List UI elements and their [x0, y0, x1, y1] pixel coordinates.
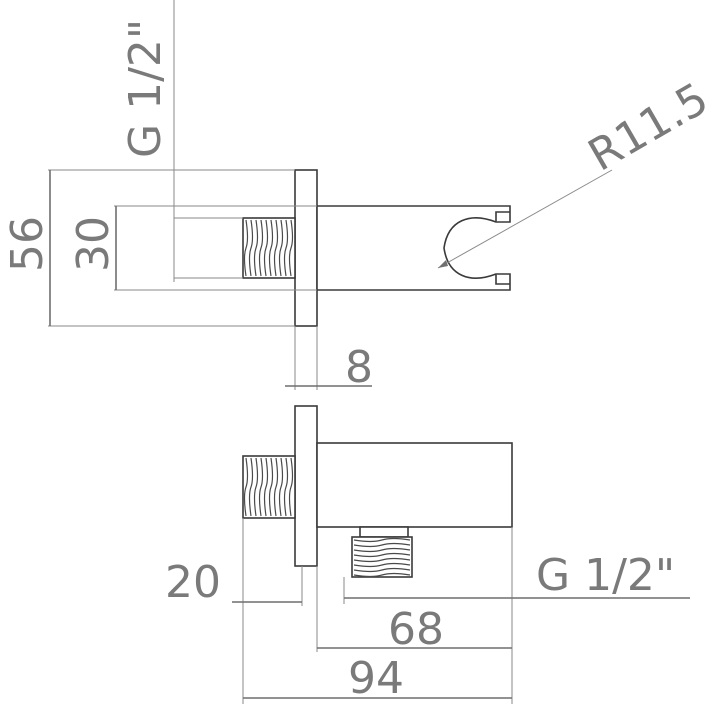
outlet-thread-lines	[353, 537, 411, 578]
thread-line	[353, 572, 411, 578]
thread-line	[353, 537, 411, 543]
label-height-inner: 30	[68, 216, 119, 272]
thread-line	[258, 457, 264, 517]
thread-line	[248, 457, 254, 517]
thread-line	[278, 457, 284, 517]
label-thread-top: G 1/2"	[120, 19, 171, 158]
thread-line	[253, 219, 259, 277]
side-flange-plate	[294, 405, 318, 567]
thread-line	[288, 457, 294, 517]
thread-line	[248, 219, 254, 277]
thread-line	[353, 552, 411, 558]
thread-line	[353, 557, 411, 563]
label-thread-length: 20	[165, 557, 221, 608]
label-thread-bottom: G 1/2"	[536, 550, 675, 601]
thread-line	[253, 457, 259, 517]
label-height-outer: 56	[2, 216, 53, 272]
top-holder-clip	[495, 211, 510, 285]
thread-line	[268, 219, 274, 277]
thread-line	[243, 457, 249, 517]
side-view: 20 G 1/2" 68 94	[165, 405, 690, 704]
thread-line	[273, 219, 279, 277]
thread-line	[258, 219, 264, 277]
label-flange-thickness: 8	[345, 342, 373, 393]
side-thread-lines	[243, 457, 294, 517]
top-view: G 1/2" 56 30 R11.5 8	[2, 0, 717, 393]
thread-line	[283, 457, 289, 517]
label-radius: R11.5	[580, 73, 717, 181]
top-holder-body	[316, 205, 511, 291]
top-thread-lines	[243, 219, 294, 277]
radius-arrow-head	[438, 260, 448, 268]
thread-line	[288, 219, 294, 277]
side-body	[316, 442, 513, 528]
label-body-length: 68	[388, 604, 444, 655]
thread-line	[278, 219, 284, 277]
thread-line	[243, 219, 249, 277]
thread-line	[353, 562, 411, 568]
top-flange-plate	[294, 169, 318, 327]
thread-line	[353, 547, 411, 553]
side-outlet-collar	[359, 526, 409, 538]
thread-line	[353, 567, 411, 573]
thread-line	[353, 542, 411, 548]
thread-line	[283, 219, 289, 277]
label-total-length: 94	[348, 653, 404, 704]
thread-line	[263, 457, 269, 517]
radius-leader-line	[437, 169, 613, 269]
thread-line	[263, 219, 269, 277]
thread-line	[273, 457, 279, 517]
thread-line	[268, 457, 274, 517]
